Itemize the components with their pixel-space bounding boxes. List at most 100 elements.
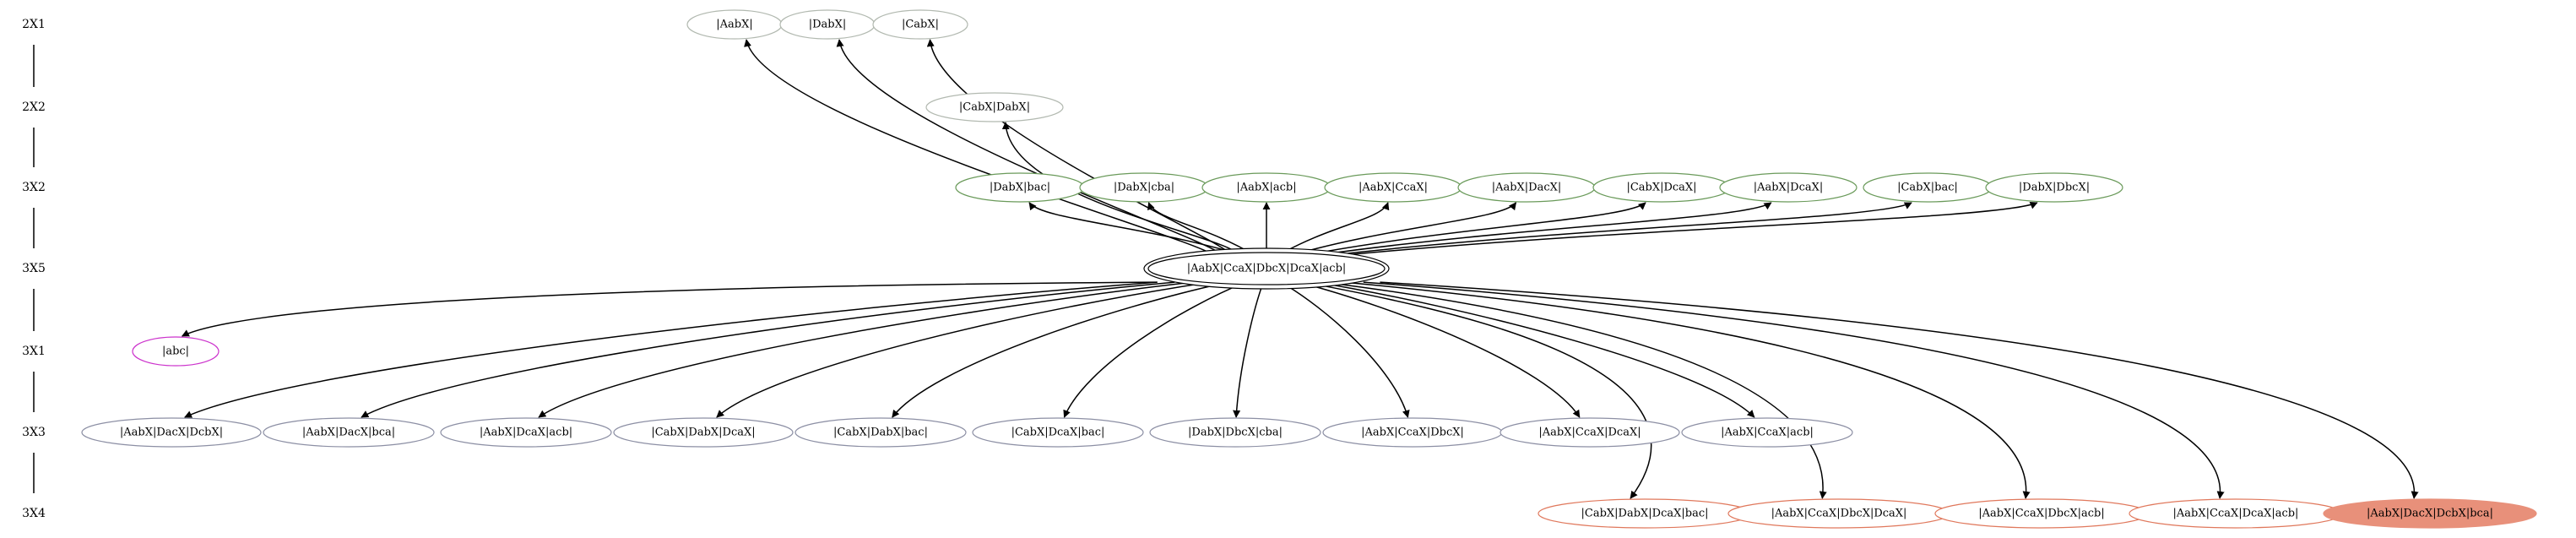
node-n19: |CabX|DcaX|bac| — [972, 417, 1144, 448]
node-shape — [1719, 172, 1857, 203]
node-label: |AabX|CcaX|DcaX| — [1538, 427, 1641, 439]
node-label: |abc| — [162, 345, 189, 358]
node-label: |AabX| — [716, 19, 752, 31]
rank-label-3x4: 3X4 — [22, 507, 46, 520]
node-shape — [872, 9, 968, 40]
edge-to-n7 — [1278, 202, 1390, 256]
node-n8: |AabX|DacX| — [1457, 172, 1596, 203]
node-label: |CabX|DabX|DcaX|bac| — [1581, 508, 1709, 520]
node-n7: |AabX|CcaX| — [1324, 172, 1462, 203]
node-n14: |AabX|DacX|DcbX| — [81, 417, 262, 448]
node-shape-outer — [1143, 247, 1390, 290]
edge-to-n23 — [1316, 281, 1755, 418]
node-label: |AabX|CcaX|DbcX|DcaX|acb| — [1187, 263, 1347, 275]
node-label: |AabX|acb| — [1236, 182, 1296, 194]
rank-label-3x3: 3X3 — [22, 426, 46, 439]
node-n2: |CabX| — [872, 9, 968, 40]
node-n5: |DabX|cba| — [1079, 172, 1209, 203]
node-n11: |CabX|bac| — [1863, 172, 1993, 203]
node-label: |AabX|DcaX|acb| — [480, 427, 572, 439]
edge-to-n22 — [1299, 281, 1581, 418]
node-n1: |DabX| — [779, 9, 876, 40]
node-n20: |DabX|DbcX|cba| — [1149, 417, 1321, 448]
node-n10: |AabX|DcaX| — [1719, 172, 1857, 203]
edge-to-n10 — [1318, 202, 1772, 256]
node-label: |AabX|DacX| — [1492, 182, 1562, 194]
node-shape — [925, 92, 1064, 122]
edge-to-n1 — [836, 39, 1223, 256]
node-n24: |CabX|DabX|DcaX|bac| — [1537, 498, 1752, 529]
node-label: |AabX|CcaX|DcaX|acb| — [2173, 508, 2299, 520]
node-shape — [613, 417, 794, 448]
node-label: |CabX|DcaX| — [1626, 182, 1696, 194]
node-shape-inner — [1147, 252, 1386, 285]
rank-label-3x1: 3X1 — [22, 345, 46, 358]
edge-to-n21 — [1280, 281, 1410, 418]
node-shape — [440, 417, 612, 448]
node-shape — [2323, 498, 2537, 529]
edge-to-n13 — [181, 281, 1158, 337]
rank-label-2x2: 2X2 — [22, 101, 46, 114]
node-label: |DabX| — [809, 19, 847, 31]
node-label: |DabX|DbcX| — [2019, 182, 2090, 194]
node-center: |AabX|CcaX|DbcX|DcaX|acb| — [1143, 247, 1390, 290]
edges — [181, 39, 2419, 499]
node-shape — [1500, 417, 1680, 448]
node-n16: |AabX|DcaX|acb| — [440, 417, 612, 448]
rank-label-3x2: 3X2 — [22, 181, 46, 194]
edge-to-n9 — [1305, 202, 1646, 256]
node-n3: |CabX|DabX| — [925, 92, 1064, 122]
node-label: |AabX|CcaX|DbcX|acb| — [1978, 508, 2104, 520]
node-shape — [81, 417, 262, 448]
nodes: |AabX| |DabX| |CabX| |CabX|DabX| |DabX|bac| |… — [81, 9, 2537, 529]
edge-to-n14 — [184, 281, 1158, 418]
edge-to-n8 — [1292, 202, 1517, 256]
edge-to-n12 — [1345, 202, 2038, 256]
node-n28: |AabX|DacX|DcbX|bca| — [2323, 498, 2537, 529]
edge-to-n0 — [744, 39, 1214, 256]
node-shape — [132, 336, 220, 367]
node-n27: |AabX|CcaX|DcaX|acb| — [2129, 498, 2343, 529]
node-label: |AabX|CcaX|DbcX| — [1361, 427, 1464, 439]
node-n22: |AabX|CcaX|DcaX| — [1500, 417, 1680, 448]
node-n25: |AabX|CcaX|DbcX|DcaX| — [1727, 498, 1950, 529]
node-n12: |DabX|DbcX| — [1985, 172, 2123, 203]
node-label: |CabX|DabX| — [959, 101, 1030, 114]
node-shape — [263, 417, 435, 448]
node-label: |AabX|DacX|DcbX| — [120, 427, 223, 439]
edge-to-n3 — [1001, 122, 1240, 256]
node-label: |CabX|DabX|DcaX| — [651, 427, 755, 439]
edge-to-n17 — [716, 281, 1211, 418]
node-label: |AabX|DcaX| — [1754, 182, 1824, 194]
node-label: |DabX|DbcX|cba| — [1188, 427, 1283, 439]
node-label: |CabX|DcaX|bac| — [1011, 427, 1105, 439]
edge-to-n28 — [1380, 281, 2419, 499]
node-shape — [1985, 172, 2123, 203]
node-label: |AabX|CcaX|DbcX|DcaX| — [1771, 508, 1907, 520]
node-n18: |CabX|DabX|bac| — [794, 417, 967, 448]
edge-to-n16 — [538, 281, 1193, 418]
node-label: |AabX|DacX|bca| — [302, 427, 395, 439]
edge-to-n26 — [1343, 281, 2031, 499]
node-shape — [1681, 417, 1853, 448]
edge-to-n5 — [1147, 202, 1255, 256]
node-n15: |AabX|DacX|bca| — [263, 417, 435, 448]
node-n0: |AabX| — [686, 9, 783, 40]
node-label: |CabX|DabX|bac| — [833, 427, 928, 439]
edge-to-n19 — [1063, 281, 1246, 418]
edge-to-n15 — [361, 281, 1175, 418]
node-n4: |DabX|bac| — [955, 172, 1085, 203]
edge-to-n11 — [1332, 202, 1912, 256]
node-shape — [1149, 417, 1321, 448]
node-label: |CabX| — [902, 19, 939, 31]
node-label: |DabX|bac| — [990, 182, 1050, 194]
node-n21: |AabX|CcaX|DbcX| — [1322, 417, 1503, 448]
node-n6: |AabX|acb| — [1201, 172, 1331, 203]
edge-to-n2 — [926, 39, 1233, 256]
node-n17: |CabX|DabX|DcaX| — [613, 417, 794, 448]
node-n26: |AabX|CcaX|DbcX|acb| — [1934, 498, 2149, 529]
edge-to-n4 — [1028, 202, 1243, 256]
node-shape — [972, 417, 1144, 448]
